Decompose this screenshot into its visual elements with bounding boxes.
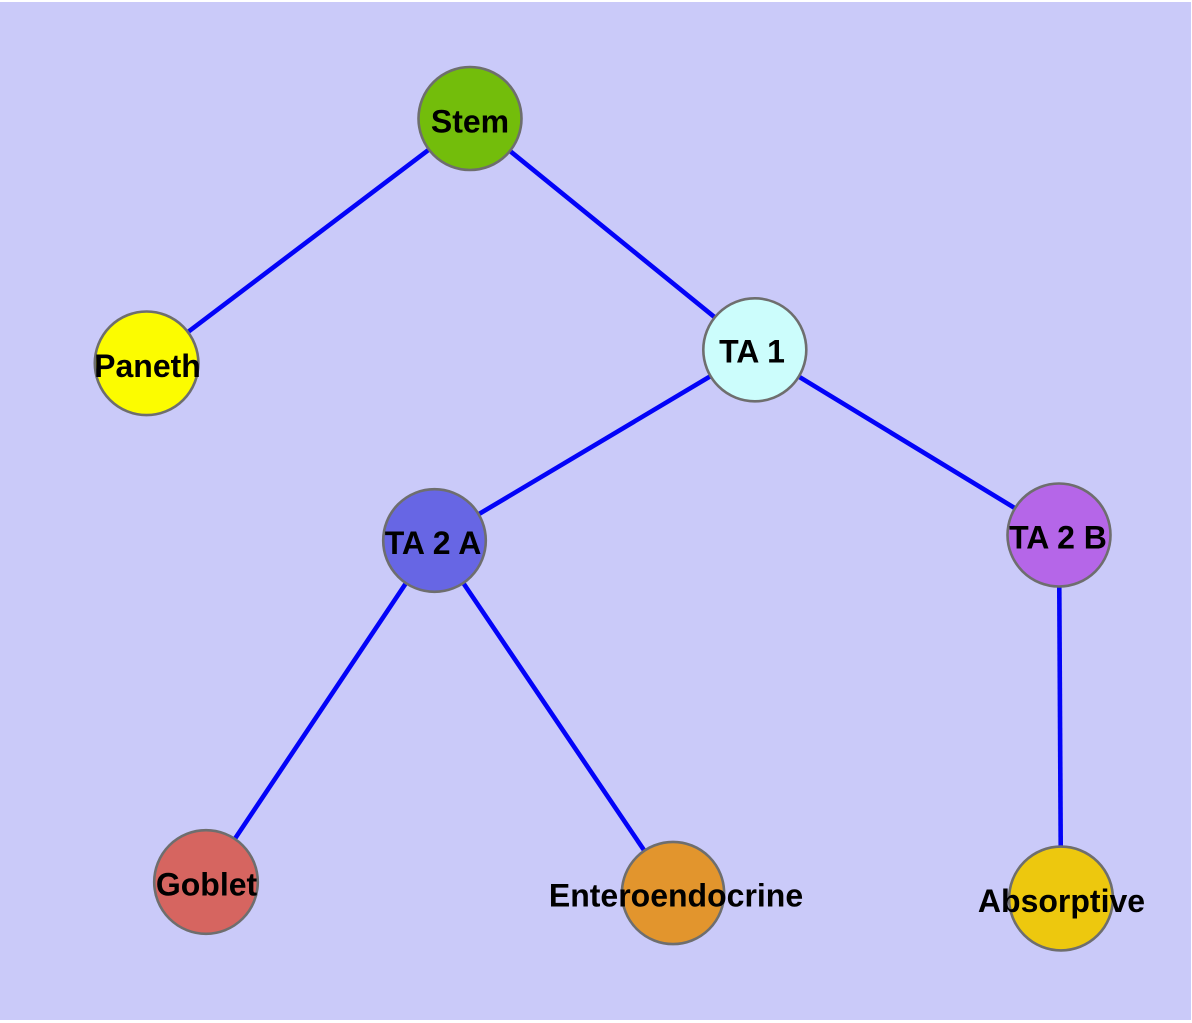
svg-text:Enteroendocrine: Enteroendocrine xyxy=(549,878,803,914)
svg-text:TA 2 A: TA 2 A xyxy=(385,525,482,561)
svg-text:TA 2 B: TA 2 B xyxy=(1009,520,1107,556)
svg-text:Goblet: Goblet xyxy=(156,867,258,903)
svg-text:TA 1: TA 1 xyxy=(719,334,785,370)
svg-text:Paneth: Paneth xyxy=(94,348,201,384)
svg-text:Absorptive: Absorptive xyxy=(978,883,1145,919)
svg-text:Stem: Stem xyxy=(431,103,509,139)
